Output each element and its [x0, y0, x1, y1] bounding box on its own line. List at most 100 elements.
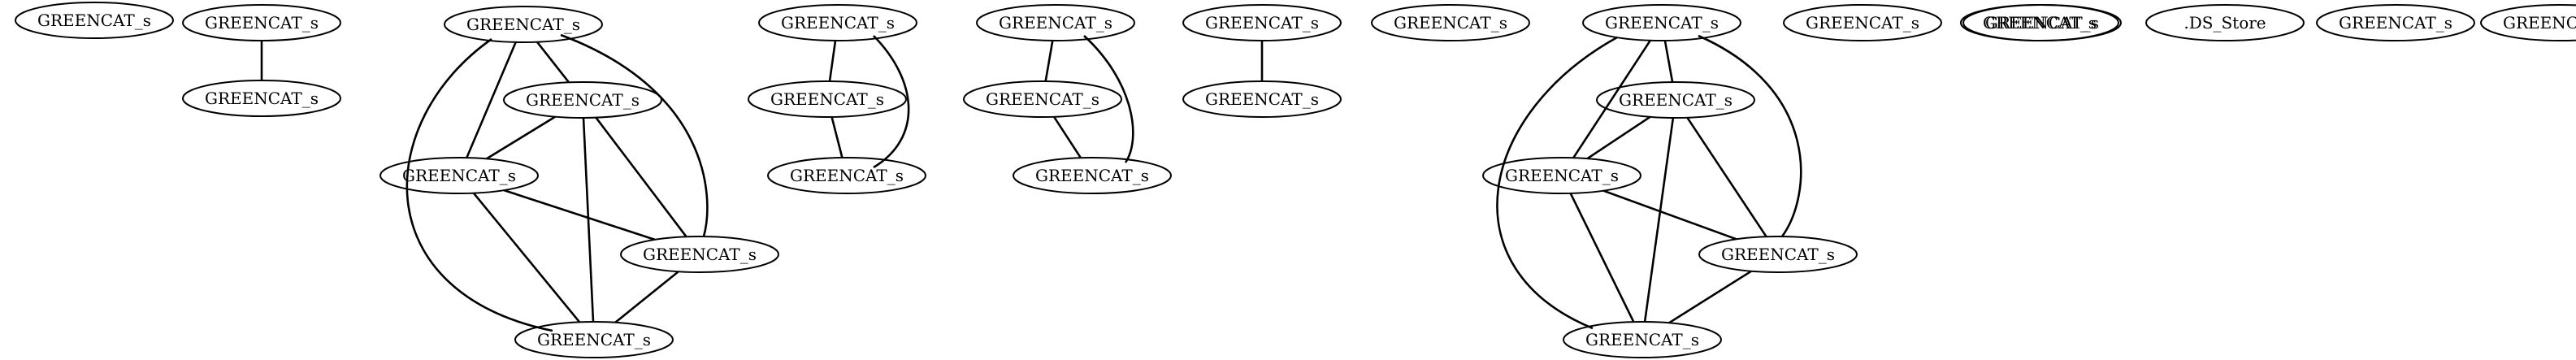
node-ellipse: [1783, 4, 1942, 41]
graph-node: GREENCAT_s: [758, 4, 917, 41]
node-ellipse: [767, 157, 926, 194]
edge-n20-n22: [1569, 193, 1635, 323]
node-label: GREENCAT_s: [402, 166, 516, 185]
graph-node: GREENCAT_s: [1182, 80, 1342, 118]
node-ellipse: [1962, 4, 2122, 41]
node-ellipse: [182, 4, 341, 41]
edge-n4-n5: [536, 41, 570, 84]
node-ellipse: [1596, 81, 1755, 119]
node-ellipse: [1013, 157, 1172, 194]
edge-layer: [260, 33, 1802, 332]
edge-n20-n21: [1602, 189, 1737, 241]
graph-node: GREENCAT_s: [748, 80, 907, 118]
graph-node: GREENCAT_s: [514, 321, 674, 358]
edge-n5-n6: [486, 115, 556, 160]
node-label: GREENCAT_s: [1205, 13, 1319, 33]
edge-n9-n10: [828, 40, 837, 82]
edge-n4-n7: [405, 37, 553, 332]
node-ellipse: [1371, 4, 1530, 41]
node-label: GREENCAT_s: [1721, 245, 1835, 264]
edge-n8-n7: [614, 271, 679, 323]
node-ellipse: [758, 4, 917, 41]
edge-n6-n7: [472, 192, 581, 323]
node-label: GREENCAT_s: [1806, 13, 1919, 33]
node-ellipse: [1582, 4, 1741, 41]
node-ellipse: [1482, 157, 1641, 194]
node-label: GREENCAT_s: [999, 13, 1112, 33]
graph-node: GREENCAT_s: [2316, 4, 2475, 41]
node-label: GREENCAT_s: [526, 90, 640, 110]
node-label: GREENCAT_s: [1585, 330, 1699, 349]
node-label: .DS_Store: [2184, 13, 2266, 33]
graph-node: GREENCAT_s: [1698, 236, 1858, 273]
graph-node: GREENCAT_s: [503, 81, 662, 119]
node-ellipse: [2145, 4, 2305, 41]
node-ellipse: [1182, 80, 1342, 118]
node-ellipse: [15, 2, 174, 39]
node-label: GREENCAT_s: [537, 330, 651, 349]
graph-node: GREENCAT_s: [1582, 4, 1741, 41]
node-label: GREENCAT_s: [643, 245, 757, 264]
graph-node: GREENCAT_s: [1182, 4, 1342, 41]
node-ellipse: [2316, 4, 2475, 41]
node-label: GREENCAT_s: [1505, 166, 1619, 185]
graph-node: GREENCAT_s: [444, 6, 603, 43]
graph-node: GREENCAT_s: [1962, 4, 2122, 41]
edge-n18-n21: [1698, 34, 1802, 237]
edge-n12-n14: [1083, 35, 1134, 163]
node-label: GREENCAT_s: [790, 166, 904, 185]
edge-n19-n21: [1686, 117, 1767, 237]
graph-node: .DS_Store: [2145, 4, 2305, 41]
node-label: GREENCAT_s: [770, 89, 884, 109]
node-ellipse: [444, 6, 603, 43]
node-ellipse: [1563, 321, 1722, 358]
node-label: GREENCAT_s: [1394, 13, 1507, 33]
edge-n18-n19: [1663, 40, 1674, 83]
graph-node: GREENCAT_s: [182, 80, 341, 117]
graph-node: GREENCAT_s: [1371, 4, 1530, 41]
node-label: GREENCAT_s: [2503, 13, 2576, 33]
node-label: GREENCAT_s: [1983, 13, 2097, 33]
node-label: GREENCAT_s: [986, 89, 1099, 109]
node-ellipse: [379, 157, 539, 194]
node-label: GREENCAT_s: [37, 11, 151, 30]
graph-node: GREENCAT_s: [182, 4, 341, 41]
node-ellipse: [620, 236, 779, 273]
node-label: GREENCAT_s: [1985, 13, 2099, 33]
node-label: GREENCAT_s: [466, 15, 580, 34]
node-label: GREENCAT_s: [2339, 13, 2452, 33]
node-label: GREENCAT_s: [781, 13, 895, 33]
edge-n9-n11: [873, 35, 910, 169]
node-ellipse: [963, 80, 1122, 118]
graph-node: GREENCAT_s: [2480, 4, 2576, 41]
edge-n5-n8: [595, 116, 687, 238]
node-label: GREENCAT_s: [1035, 166, 1149, 185]
node-ellipse: [976, 4, 1135, 41]
graph-node: GREENCAT_s: [1013, 157, 1172, 194]
edge-n13-n14: [1053, 116, 1082, 158]
graph-node: GREENCAT_s: [767, 157, 926, 194]
node-ellipse: [1182, 4, 1342, 41]
edge-n10-n11: [830, 116, 843, 158]
edge-n18-n22: [1496, 36, 1618, 330]
edge-n19-n22: [1643, 117, 1675, 323]
graph-node: GREENCAT_s: [1783, 4, 1942, 41]
edge-n4-n6: [466, 41, 517, 158]
graph-node: GREENCAT_s: [15, 2, 174, 39]
node-label: GREENCAT_s: [1205, 89, 1319, 109]
node-ellipse: [503, 81, 662, 119]
node-ellipse: [748, 80, 907, 118]
edge-n21-n22: [1668, 270, 1752, 324]
edge-n12-n13: [1044, 40, 1054, 82]
edge-n19-n20: [1586, 115, 1651, 160]
graph-node: GREENCAT_s: [963, 80, 1122, 118]
graph-node: GREENCAT_s: [1482, 157, 1641, 194]
node-label: GREENCAT_s: [1619, 90, 1733, 110]
edge-n5-n7: [582, 117, 595, 323]
node-ellipse: [2480, 4, 2576, 41]
graph-node: GREENCAT_s: [1563, 321, 1722, 358]
node-ellipse: [1698, 236, 1858, 273]
node-label: GREENCAT_s: [205, 13, 319, 33]
edge-n18-n20: [1572, 40, 1651, 158]
